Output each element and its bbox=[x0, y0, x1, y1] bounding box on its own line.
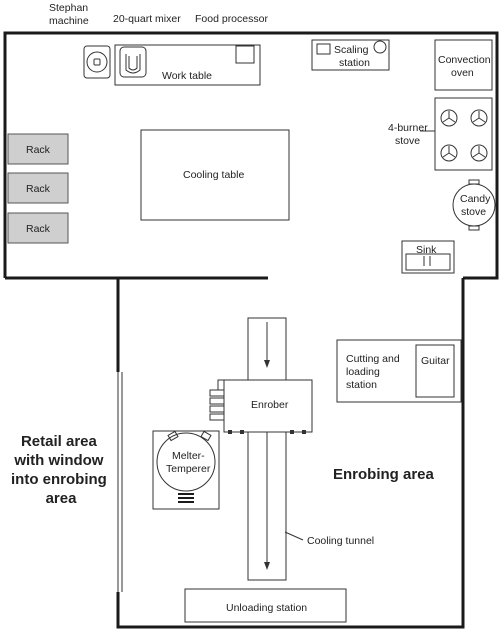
cooling-tunnel bbox=[247, 317, 287, 581]
mixer-label: 20-quart mixer bbox=[113, 13, 181, 25]
enrobing-area-label: Enrobing area bbox=[333, 466, 435, 483]
sink bbox=[401, 240, 455, 274]
candy-stove bbox=[452, 179, 496, 231]
cooling-table bbox=[140, 129, 290, 221]
guitar-label: Guitar bbox=[421, 355, 450, 367]
rack-label-3: Rack bbox=[26, 223, 51, 235]
enrober-label: Enrober bbox=[251, 399, 289, 411]
cutting-loading-station bbox=[336, 339, 462, 403]
scaling-station bbox=[311, 39, 390, 71]
sink-label: Sink bbox=[416, 244, 437, 256]
cutting-station-label: Cutting and loading station bbox=[346, 353, 403, 391]
work-table-label: Work table bbox=[162, 70, 212, 82]
convection-oven-label: Convection oven bbox=[438, 54, 493, 79]
enrober bbox=[209, 379, 313, 434]
unloading-station-label: Unloading station bbox=[226, 602, 307, 614]
cooling-tunnel-label: Cooling tunnel bbox=[307, 535, 374, 547]
melter-temperer-label: Melter- Temperer bbox=[166, 450, 211, 475]
scaling-station-label: Scaling station bbox=[334, 44, 371, 69]
retail-area-label: Retail area with window into enrobing ar… bbox=[11, 433, 111, 507]
candy-stove-label: Candy stove bbox=[460, 193, 493, 218]
rack-label-2: Rack bbox=[26, 183, 51, 195]
convection-oven bbox=[434, 39, 493, 91]
food-processor-label: Food processor bbox=[195, 13, 268, 25]
racks bbox=[7, 133, 69, 244]
stephan-machine-label: Stephan machine bbox=[49, 2, 91, 27]
stephan-machine bbox=[83, 45, 111, 79]
unloading-station bbox=[184, 588, 347, 623]
burner-stove bbox=[434, 97, 493, 171]
burner-stove-label: 4-burner stove bbox=[388, 122, 431, 147]
melter-temperer bbox=[152, 430, 220, 510]
mixer bbox=[119, 46, 147, 78]
cooling-table-label: Cooling table bbox=[183, 169, 244, 181]
rack-label-1: Rack bbox=[26, 144, 51, 156]
walls bbox=[3, 31, 499, 629]
food-processor bbox=[235, 45, 255, 64]
